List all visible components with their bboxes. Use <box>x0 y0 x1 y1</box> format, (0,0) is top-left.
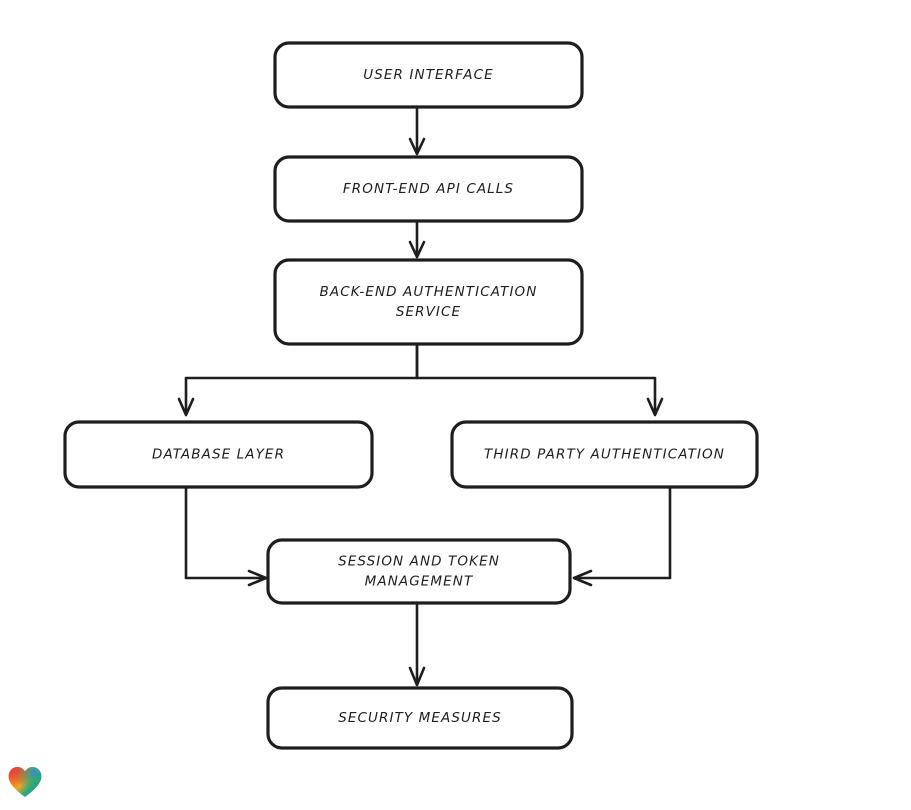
node-security-measures-label: SECURITY MEASURES <box>338 710 502 726</box>
edge-db-to-session-line <box>184 485 265 580</box>
nodes-layer: USER INTERFACE FRONT-END API CALLS BACK-EN… <box>63 41 759 750</box>
edge-api-to-backend <box>408 219 426 259</box>
edge-session-to-security <box>408 601 426 687</box>
edge-backend-to-third <box>415 342 664 417</box>
node-third-party-authentication[interactable]: THIRD PARTY AUTHENTICATION <box>450 420 759 489</box>
edge-api-to-backend-arrowhead <box>408 240 426 259</box>
edge-db-to-session-arrowhead <box>247 569 268 587</box>
heart-icon <box>8 766 42 798</box>
edge-ui-to-api-arrowhead <box>408 137 426 156</box>
edge-third-to-session <box>572 485 672 587</box>
node-security-measures[interactable]: SECURITY MEASURES <box>266 686 574 750</box>
edge-backend-to-db <box>177 342 419 417</box>
edge-backend-to-db-line <box>184 342 419 414</box>
edge-backend-to-third-arrowhead <box>646 397 664 417</box>
edge-backend-to-db-arrowhead <box>177 397 195 417</box>
edge-backend-to-third-line <box>415 342 657 414</box>
edge-third-to-session-line <box>575 485 672 580</box>
node-security-measures-box[interactable] <box>266 686 574 750</box>
node-user-interface-box[interactable] <box>273 41 584 109</box>
node-third-party-authentication-box[interactable] <box>450 420 759 489</box>
node-user-interface[interactable]: USER INTERFACE <box>273 41 584 109</box>
node-third-party-authentication-label: THIRD PARTY AUTHENTICATION <box>484 447 725 463</box>
edge-session-to-security-arrowhead <box>408 666 426 687</box>
node-database-layer-box[interactable] <box>63 420 374 489</box>
edge-third-to-session-arrowhead <box>572 569 593 587</box>
edges-layer <box>177 105 672 687</box>
node-user-interface-label: USER INTERFACE <box>363 67 493 83</box>
node-front-end-api-calls[interactable]: FRONT-END API CALLS <box>273 155 584 223</box>
node-front-end-api-calls-box[interactable] <box>273 155 584 223</box>
node-database-layer-label: DATABASE LAYER <box>152 447 285 463</box>
node-back-end-auth-service-box[interactable] <box>273 258 584 346</box>
edge-db-to-session <box>184 485 268 587</box>
node-session-and-token-management-box[interactable] <box>266 538 572 605</box>
node-database-layer[interactable]: DATABASE LAYER <box>63 420 374 489</box>
edge-ui-to-api <box>408 105 426 156</box>
node-front-end-api-calls-label: FRONT-END API CALLS <box>343 181 514 197</box>
